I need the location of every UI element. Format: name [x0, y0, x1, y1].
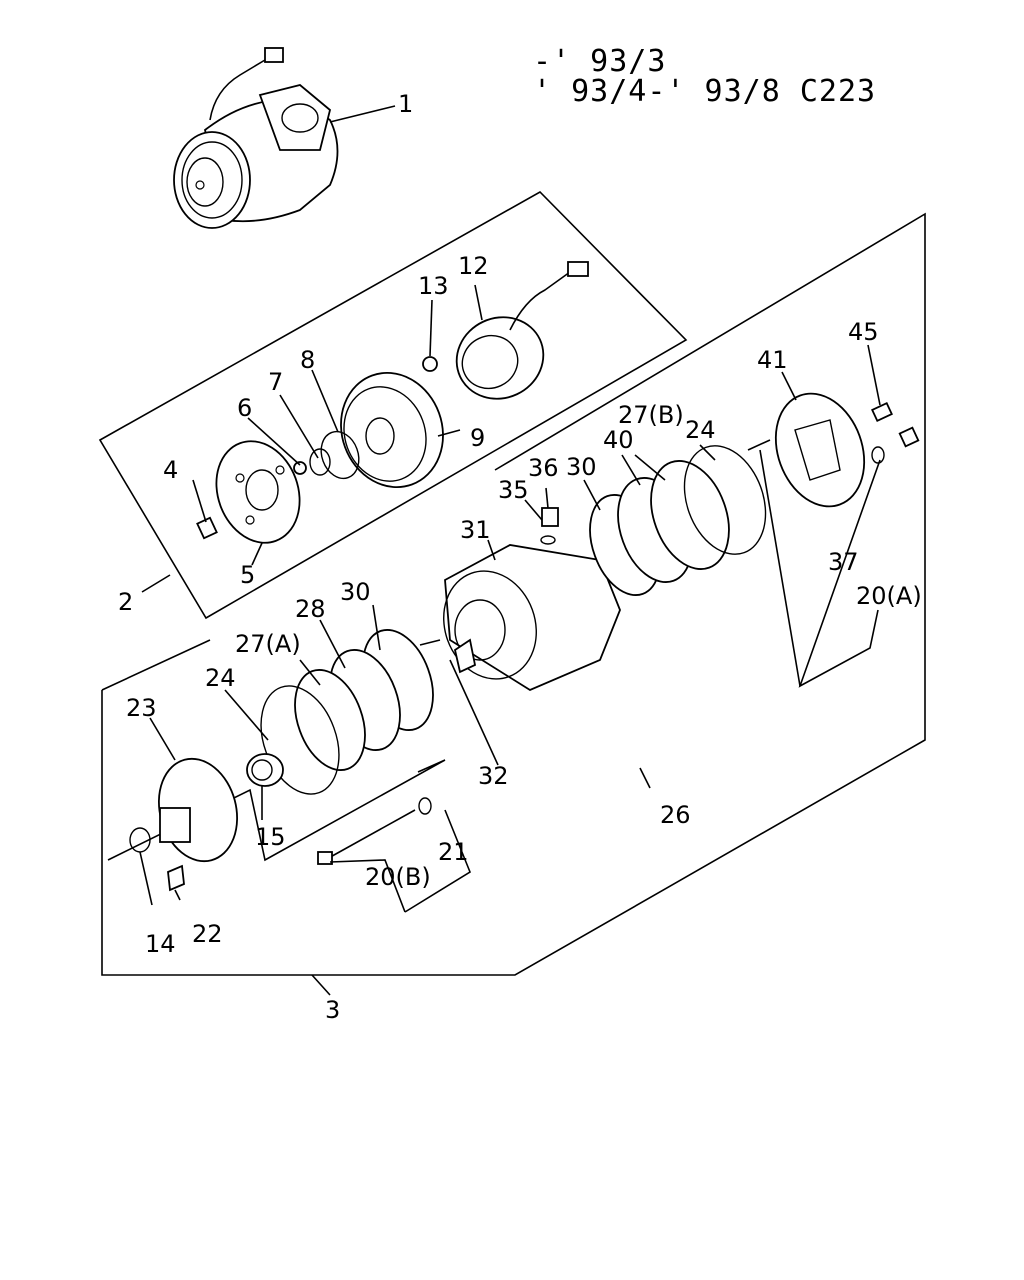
compressor-body [443, 507, 621, 692]
label-21: 21 [438, 838, 469, 866]
label-26: 26 [660, 801, 691, 829]
label-28: 28 [295, 595, 326, 623]
label-20a: 20(A) [856, 582, 922, 610]
label-9: 9 [470, 424, 485, 452]
o-ring-right [683, 445, 767, 555]
snap-rings [293, 430, 360, 480]
label-30-right: 30 [566, 453, 597, 481]
label-36: 36 [528, 454, 559, 482]
label-27b: 27(B) [618, 401, 684, 429]
through-bolt-20b [317, 809, 416, 865]
frame-group-2 [98, 191, 688, 620]
header-line-2: ' 93/4-' 93/8 C223 [533, 74, 877, 109]
label-45: 45 [848, 318, 879, 346]
label-8: 8 [300, 346, 315, 374]
front-head [158, 757, 238, 863]
label-20b: 20(B) [365, 863, 431, 891]
label-35: 35 [498, 476, 529, 504]
label-2: 2 [118, 588, 133, 616]
armature-bolt [196, 516, 218, 540]
label-6: 6 [237, 394, 252, 422]
label-32: 32 [478, 762, 509, 790]
label-24-right: 24 [685, 416, 716, 444]
label-37: 37 [828, 548, 859, 576]
leader-lines [139, 105, 881, 996]
pulley [340, 371, 444, 489]
plug-22 [167, 864, 185, 892]
pin-right [747, 439, 771, 451]
label-41: 41 [757, 346, 788, 374]
header-line-1: -' 93/3 [533, 44, 667, 79]
label-3: 3 [325, 996, 340, 1024]
label-22: 22 [192, 920, 223, 948]
label-13: 13 [418, 272, 449, 300]
washer-37 [871, 446, 885, 464]
label-27a: 27(A) [235, 630, 301, 658]
frame-group-3 [101, 212, 926, 976]
label-12: 12 [458, 252, 489, 280]
armature-plate [215, 440, 301, 544]
bolt-45 [871, 401, 893, 423]
shaft-seal [246, 753, 284, 787]
label-30-left: 30 [340, 578, 371, 606]
label-31: 31 [460, 516, 491, 544]
label-1: 1 [398, 90, 413, 118]
label-24-left: 24 [205, 664, 236, 692]
rear-head [774, 392, 866, 508]
pin-32 [419, 639, 441, 646]
washer-21 [418, 797, 432, 815]
compressor-assembly [173, 47, 339, 229]
o-ring-left [260, 685, 340, 795]
label-7: 7 [268, 368, 283, 396]
label-15: 15 [255, 823, 286, 851]
label-14: 14 [145, 930, 176, 958]
coil-screw [422, 356, 438, 372]
label-4: 4 [163, 456, 178, 484]
bolt-20a [898, 426, 920, 448]
magnet-coil [455, 261, 589, 400]
label-5: 5 [240, 561, 255, 589]
label-40: 40 [603, 426, 634, 454]
label-23: 23 [126, 694, 157, 722]
